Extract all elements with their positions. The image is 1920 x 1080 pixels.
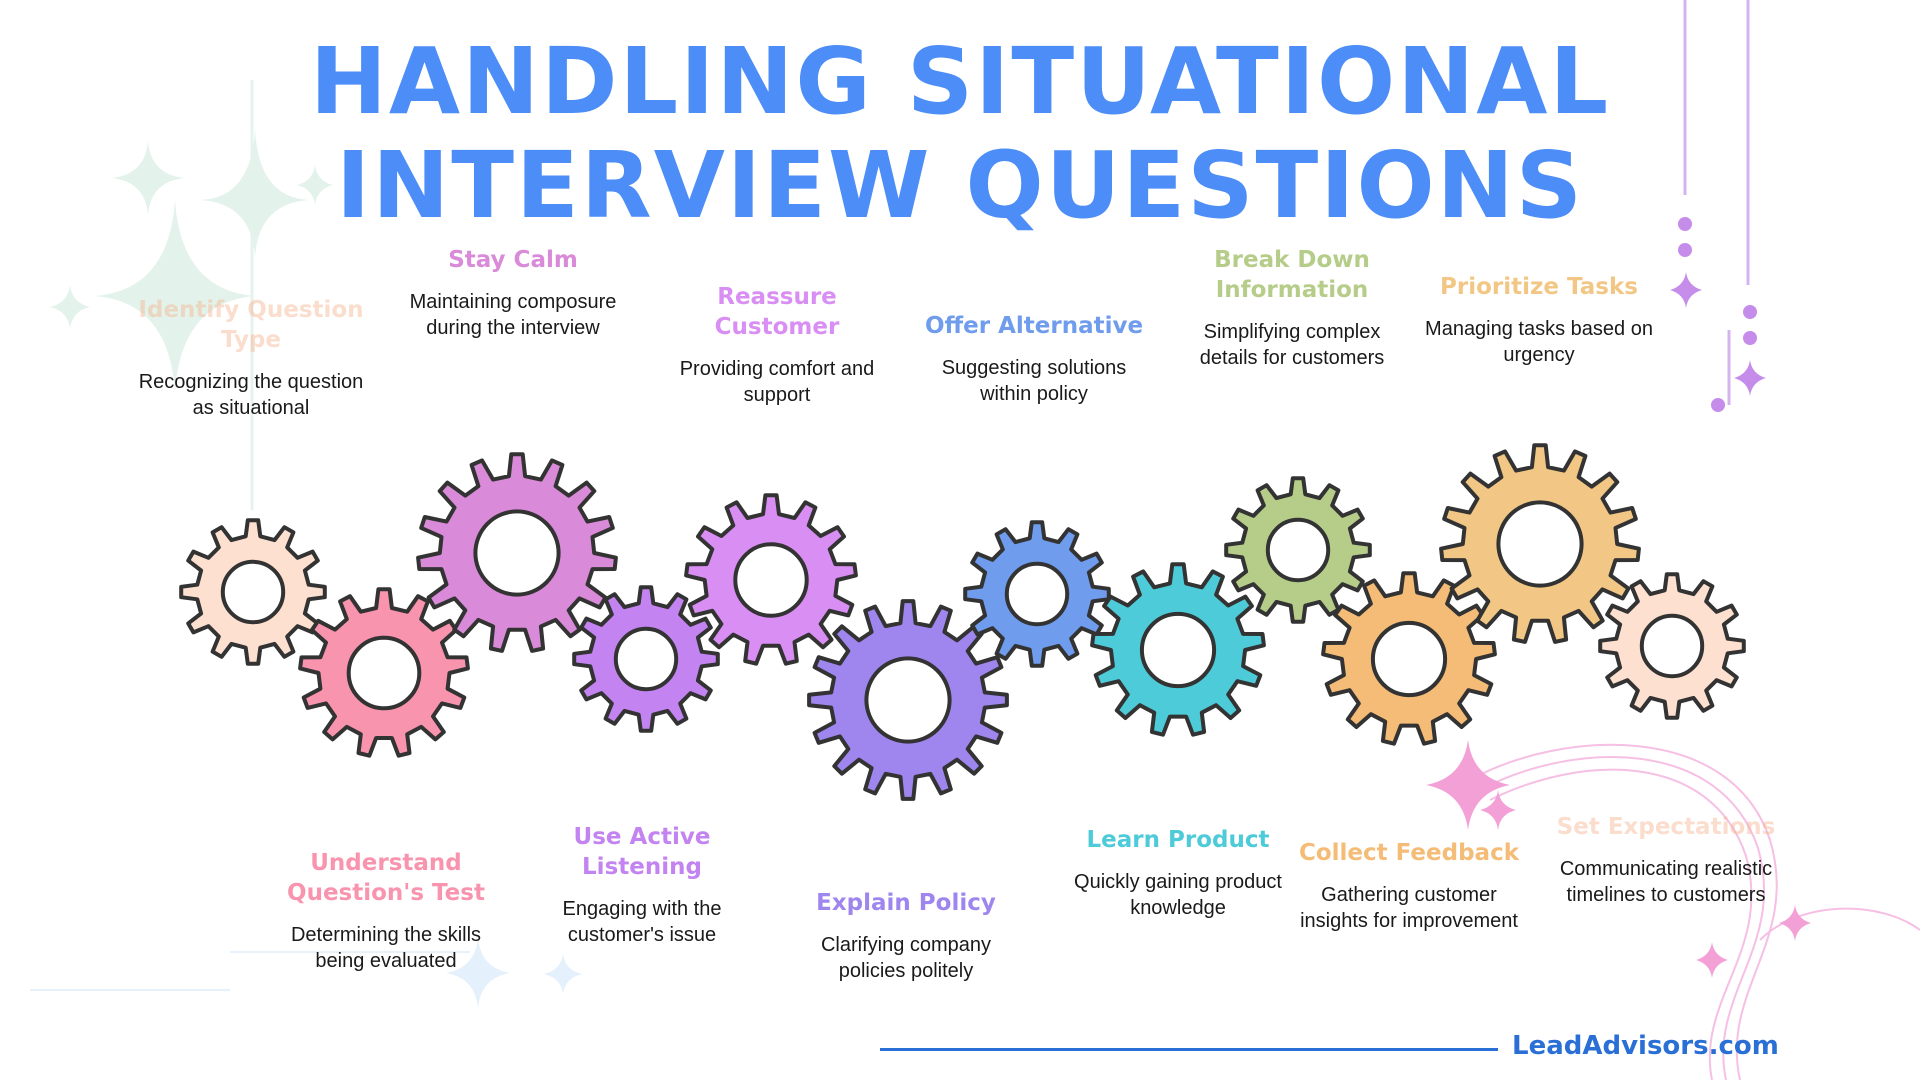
step-description: Clarifying company policies politely — [820, 934, 992, 982]
step-prioritize-tasks: Prioritize Tasks Managing tasks based on… — [1419, 272, 1659, 368]
step-description: Recognizing the question as situational — [138, 371, 364, 419]
step-heading: Learn Product — [1086, 827, 1270, 853]
gear-understand-question-s-test — [298, 587, 470, 758]
gear-hub — [1639, 613, 1705, 679]
gear-hub — [346, 635, 422, 711]
sparkle-icon — [446, 938, 510, 1008]
step-heading: Prioritize Tasks — [1440, 274, 1638, 300]
brand-underline — [880, 1048, 1498, 1051]
gear-hub — [1496, 500, 1584, 588]
step-description: Managing tasks based on urgency — [1425, 318, 1653, 366]
gear-break-down-information — [1224, 476, 1372, 624]
step-set-expectations: Set Expectations Communicating realistic… — [1546, 812, 1786, 908]
sparkle-icon — [50, 285, 90, 329]
step-description: Communicating realistic timelines to cus… — [1559, 858, 1773, 906]
page-title: HANDLING SITUATIONAL INTERVIEW QUESTIONS — [0, 30, 1920, 238]
step-description: Determining the skills being evaluated — [290, 924, 482, 972]
gear-offer-alternative — [963, 520, 1111, 668]
step-use-active-listening: Use Active Listening Engaging with the c… — [522, 822, 762, 948]
gear-hub — [1265, 517, 1331, 583]
step-heading: Collect Feedback — [1298, 840, 1520, 866]
step-description: Maintaining composure during the intervi… — [409, 291, 617, 339]
step-understand-questions-test: Understand Question's Test Determining t… — [266, 848, 506, 974]
gear-learn-product — [1090, 562, 1266, 737]
step-heading: Identify Question Type — [138, 297, 364, 353]
sparkle-icon — [1426, 740, 1510, 830]
step-description: Gathering customer insights for improvem… — [1300, 884, 1518, 932]
title-line-2: INTERVIEW QUESTIONS — [336, 132, 1584, 239]
step-heading: Reassure Customer — [714, 284, 840, 340]
step-heading: Stay Calm — [448, 247, 578, 273]
sparkle-icon — [1734, 360, 1766, 396]
gear-set-expectations — [1598, 572, 1746, 720]
gear-explain-policy — [807, 599, 1009, 801]
step-learn-product: Learn Product Quickly gaining product kn… — [1058, 825, 1298, 921]
gear-hub — [473, 509, 561, 597]
gear-hub — [733, 542, 809, 618]
step-description: Providing comfort and support — [679, 358, 875, 406]
gear-reassure-customer — [684, 493, 858, 666]
step-explain-policy: Explain Policy Clarifying company polici… — [786, 888, 1026, 984]
gear-hub — [613, 626, 679, 692]
sparkle-icon — [1779, 905, 1811, 941]
gear-hub — [220, 559, 286, 625]
gear-hub — [864, 656, 952, 744]
step-description: Quickly gaining product knowledge — [1074, 871, 1282, 919]
sparkle-icon — [1480, 790, 1516, 830]
sparkle-icon — [544, 954, 582, 994]
step-heading: Set Expectations — [1556, 814, 1776, 840]
step-stay-calm: Stay Calm Maintaining composure during t… — [393, 245, 633, 341]
step-description: Engaging with the customer's issue — [562, 898, 722, 946]
sparkle-icon — [1696, 942, 1728, 978]
sparkle-icon — [1670, 272, 1702, 308]
gear-prioritize-tasks — [1439, 443, 1641, 644]
gear-stay-calm — [416, 452, 618, 653]
sparkle-icon — [112, 140, 184, 216]
step-description: Suggesting solutions within policy — [941, 357, 1127, 405]
step-reassure-customer: Reassure Customer Providing comfort and … — [657, 282, 897, 408]
step-heading: Offer Alternative — [924, 313, 1144, 339]
gear-use-active-listening — [572, 585, 720, 733]
title-line-1: HANDLING SITUATIONAL — [309, 28, 1611, 135]
gear-hub — [1370, 620, 1448, 698]
gear-identify-question-type — [179, 518, 327, 666]
step-identify-question-type: Identify Question Type Recognizing the q… — [131, 295, 371, 421]
sparkle-icon — [297, 165, 333, 205]
step-break-down-information: Break Down Information Simplifying compl… — [1172, 245, 1412, 371]
step-heading: Break Down Information — [1214, 247, 1370, 303]
gear-hub — [1004, 561, 1070, 627]
gear-collect-feedback — [1321, 571, 1497, 746]
sparkle-icon — [200, 128, 310, 258]
step-description: Simplifying complex details for customer… — [1199, 321, 1385, 369]
gear-hub — [1139, 611, 1217, 689]
step-offer-alternative: Offer Alternative Suggesting solutions w… — [914, 311, 1154, 407]
step-heading: Understand Question's Test — [287, 850, 485, 906]
step-heading: Explain Policy — [816, 890, 996, 916]
step-collect-feedback: Collect Feedback Gathering customer insi… — [1289, 838, 1529, 934]
brand-link[interactable]: LeadAdvisors.com — [1512, 1031, 1779, 1061]
sparkle-icon — [95, 200, 255, 392]
step-heading: Use Active Listening — [573, 824, 711, 880]
